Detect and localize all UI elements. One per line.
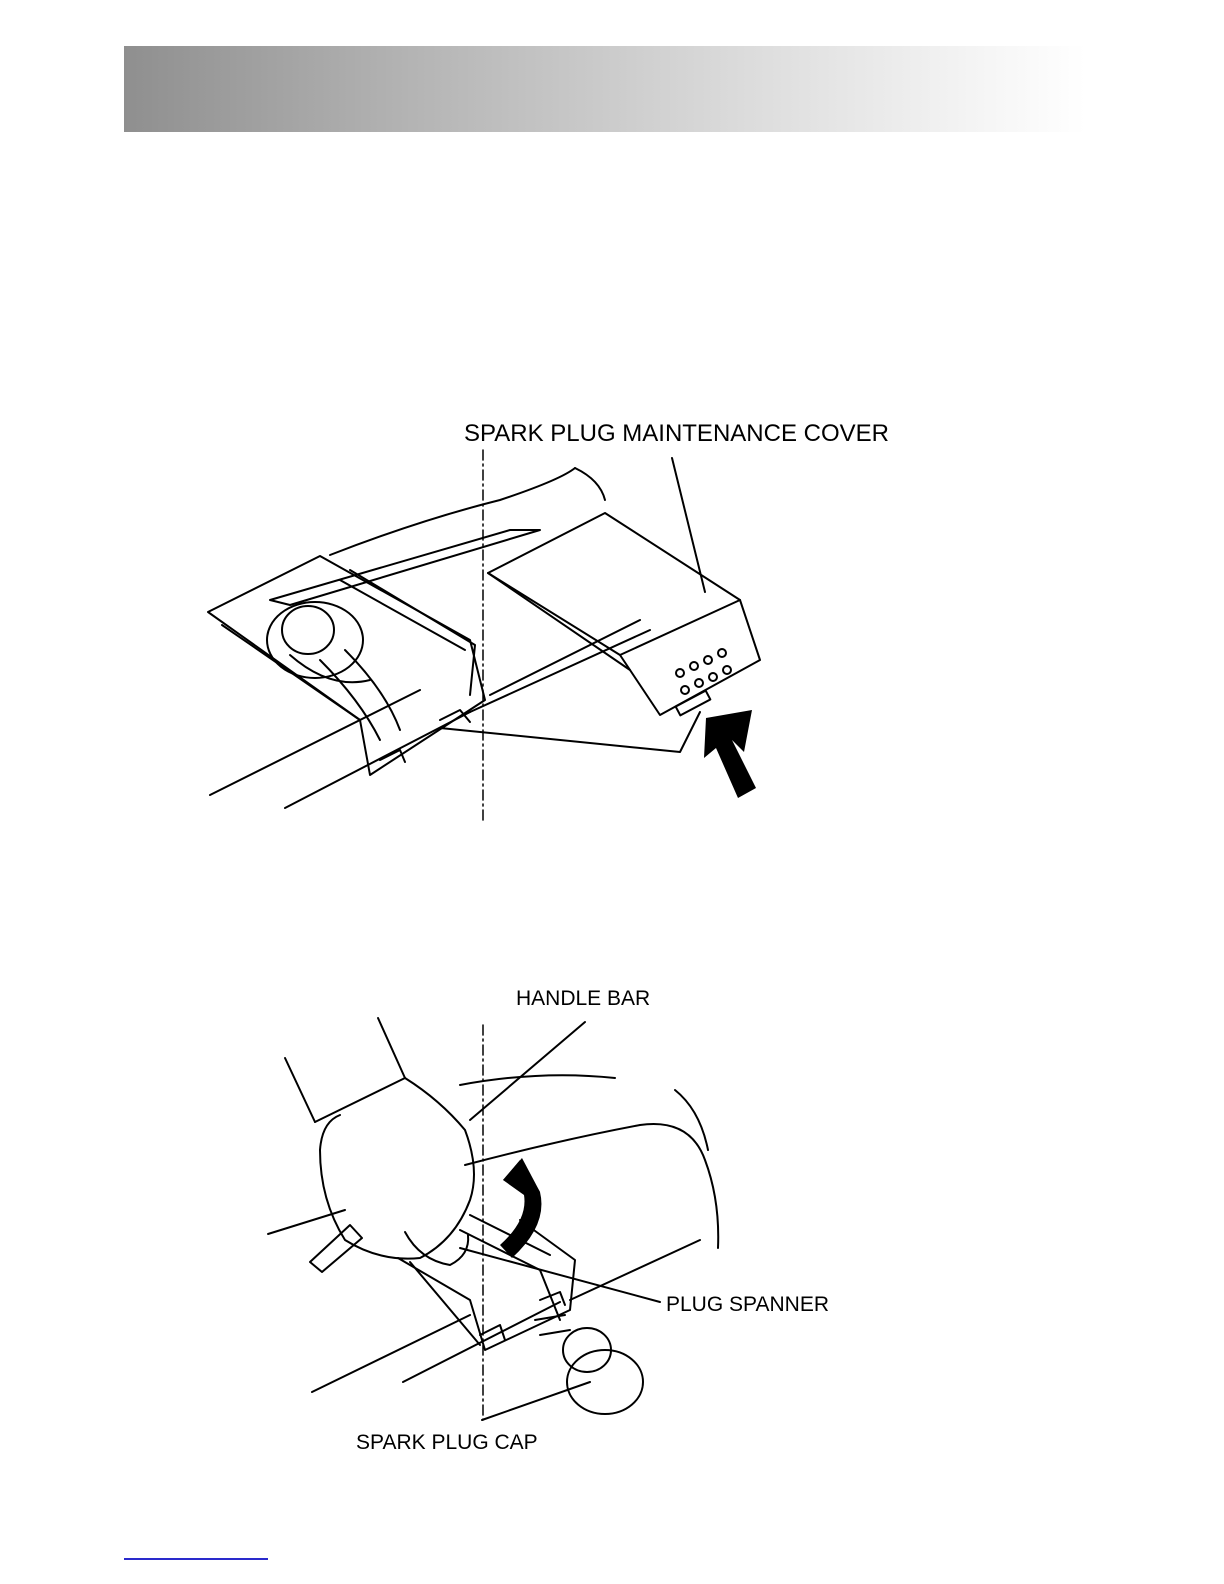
label-spark-plug-cap: SPARK PLUG CAP xyxy=(356,1432,538,1453)
label-handle-bar: HANDLE BAR xyxy=(516,988,650,1009)
footer-rule xyxy=(124,1558,268,1560)
label-plug-spanner: PLUG SPANNER xyxy=(666,1294,829,1315)
curved-arrow-icon xyxy=(500,1158,541,1258)
